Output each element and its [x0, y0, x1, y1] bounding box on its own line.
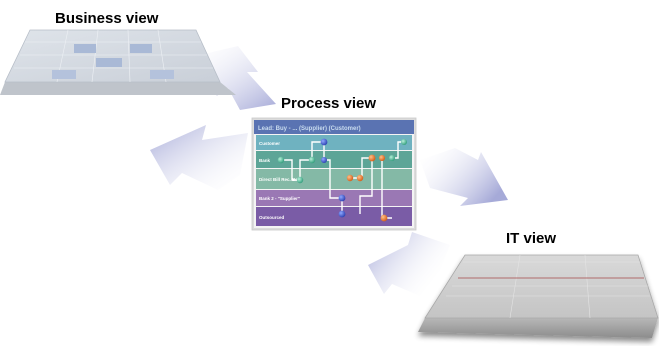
business-view-platform — [0, 29, 236, 95]
process-event — [356, 174, 364, 182]
lane-label-outsourced: Outsourced — [259, 215, 285, 220]
business-block — [52, 70, 76, 79]
it-view-grid — [446, 254, 650, 319]
business-view-title: Business view — [55, 10, 159, 27]
lane-label-bank: Bank — [259, 158, 271, 163]
process-event — [346, 174, 354, 182]
lane-label-customer: Customer — [259, 141, 280, 146]
process-lane-direct — [256, 169, 412, 189]
business-block — [96, 58, 122, 67]
business-view-grid — [14, 29, 213, 83]
lane-label-direct: Direct Bill Rec. Bal. — [259, 177, 300, 182]
process-event — [401, 139, 407, 145]
process-event — [368, 154, 376, 162]
process-event — [389, 155, 395, 161]
process-event — [380, 214, 388, 222]
process-event — [321, 157, 327, 163]
process-view-card: Lead: Buy - ... (Supplier) (Customer) Cu… — [251, 117, 417, 231]
lane-label-supplier: Bank 2 - "Supplier" — [259, 196, 300, 201]
arrow-process-to-business — [150, 125, 248, 190]
it-view-title: IT view — [506, 230, 556, 247]
process-banner-text: Lead: Buy - ... (Supplier) (Customer) — [258, 126, 361, 132]
process-lane-outsourced — [256, 207, 412, 226]
process-view-title: Process view — [281, 95, 376, 112]
process-event-markers — [277, 138, 407, 222]
arrow-it-to-process — [368, 232, 450, 296]
process-event — [320, 138, 328, 146]
process-banner — [254, 120, 414, 134]
business-block — [150, 70, 174, 79]
arrow-process-to-it — [420, 148, 508, 206]
process-event — [277, 156, 285, 164]
process-event — [379, 155, 385, 161]
process-event — [296, 176, 304, 184]
process-event — [338, 194, 346, 202]
business-block — [130, 44, 152, 53]
it-view-platform — [418, 254, 659, 338]
process-event — [338, 210, 346, 218]
process-event — [308, 156, 316, 164]
business-block — [74, 44, 96, 53]
process-lane-customer — [256, 135, 412, 150]
